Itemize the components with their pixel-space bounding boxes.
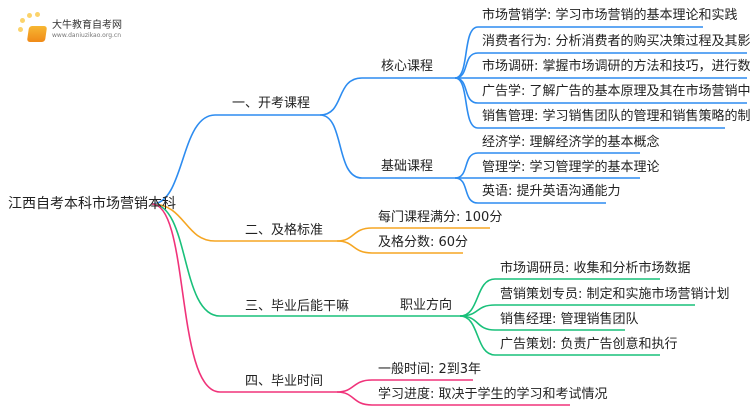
leaf-node[interactable]: 学习进度: 取决于学生的学习和考试情况	[378, 387, 608, 402]
branch-exam-courses[interactable]: 一、开考课程	[232, 96, 311, 111]
leaf-node[interactable]: 广告策划: 负责广告创意和执行	[500, 337, 678, 352]
root-node[interactable]: 江西自考本科市场营销本科	[8, 196, 176, 212]
leaf-node[interactable]: 市场调研: 掌握市场调研的方法和技巧，进行数据分析	[482, 59, 750, 74]
leaf-node[interactable]: 经济学: 理解经济学的基本概念	[482, 135, 660, 150]
leaf-node[interactable]: 市场调研员: 收集和分析市场数据	[500, 261, 691, 276]
branch-career[interactable]: 三、毕业后能干嘛	[245, 299, 350, 314]
leaf-node[interactable]: 消费者行为: 分析消费者的购买决策过程及其影响因素	[482, 34, 750, 49]
logo: 大牛教育自考网 www.daniuzikao.org.cn	[18, 12, 128, 48]
leaf-node[interactable]: 每门课程满分: 100分	[378, 210, 503, 225]
leaf-node[interactable]: 一般时间: 2到3年	[378, 362, 482, 377]
branch-1-lines	[151, 26, 747, 205]
leaf-node[interactable]: 及格分数: 60分	[378, 235, 469, 250]
leaf-node[interactable]: 营销策划专员: 制定和实施市场营销计划	[500, 287, 730, 302]
leaf-node[interactable]: 英语: 提升英语沟通能力	[482, 184, 621, 199]
logo-name: 大牛教育自考网	[52, 20, 122, 31]
logo-url: www.daniuzikao.org.cn	[52, 32, 122, 39]
leaf-node[interactable]: 销售经理: 管理销售团队	[500, 312, 639, 327]
branch-3-lines	[151, 203, 695, 356]
branch-pass-standard[interactable]: 二、及格标准	[245, 223, 324, 238]
group-core-courses[interactable]: 核心课程	[381, 59, 434, 74]
leaf-node[interactable]: 市场营销学: 学习市场营销的基本理论和实践	[482, 8, 738, 23]
leaf-node[interactable]: 管理学: 学习管理学的基本理论	[482, 160, 660, 175]
group-basic-courses[interactable]: 基础课程	[381, 159, 434, 174]
branch-2-lines	[151, 203, 490, 254]
branch-graduation-time[interactable]: 四、毕业时间	[245, 374, 324, 389]
branch-4-lines	[151, 203, 570, 406]
leaf-node[interactable]: 广告学: 了解广告的基本原理及其在市场营销中的应用	[482, 84, 750, 99]
group-career-direction[interactable]: 职业方向	[400, 298, 453, 313]
leaf-node[interactable]: 销售管理: 学习销售团队的管理和销售策略的制定	[482, 109, 750, 124]
